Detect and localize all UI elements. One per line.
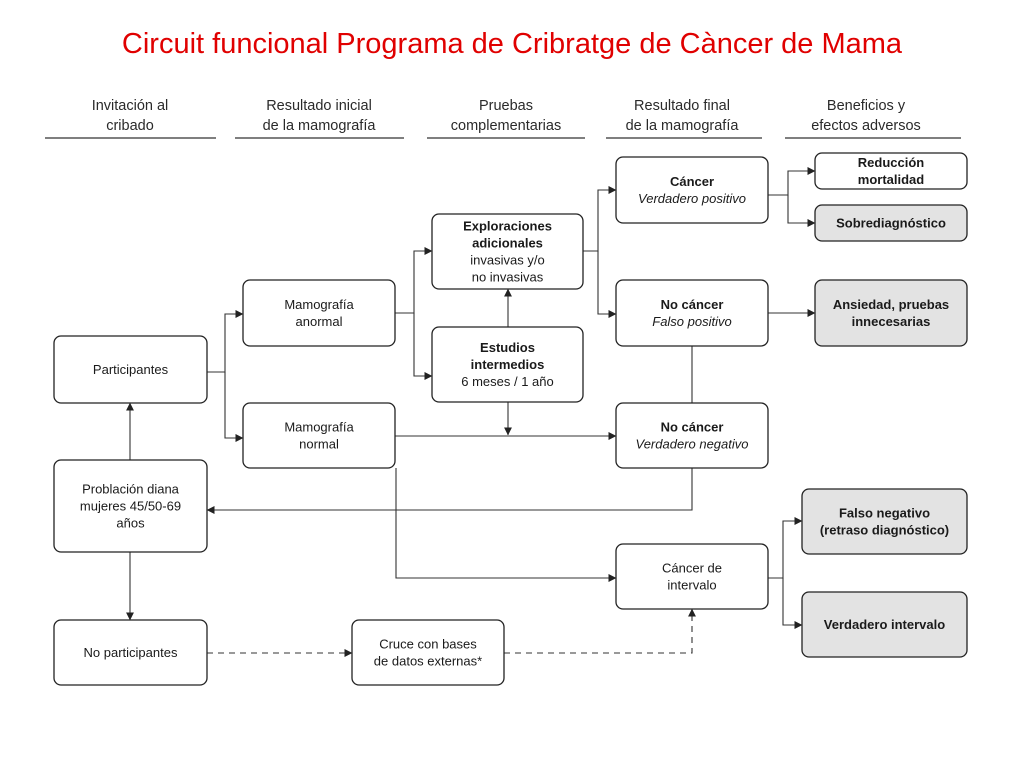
node-label-line: Verdadero intervalo [824,617,945,632]
node-cancer-intervalo: Cáncer de intervalo [615,543,769,610]
node-label-line: 6 meses / 1 año [461,374,554,389]
node-box [801,591,968,658]
node-mamo-anormal: Mamografía anormal [242,279,396,347]
node-label-line: innecesarias [852,314,931,329]
arrow-mamo-anormal-to-estudios [413,313,433,380]
node-label-line: No participantes [84,645,178,660]
node-label-line: mujeres 45/50-69 [80,499,181,514]
node-box [615,543,769,610]
node-box [814,152,968,190]
arrow-mamo-normal-to-cancer-intervalo [395,468,617,582]
node-box [615,402,769,469]
node-box [615,279,769,347]
arrow-cancer-intervalo-to-falso-negativo [768,517,803,579]
node-label-line: intervalo [667,578,716,593]
node-box [53,619,208,686]
node-ansiedad: Ansiedad, pruebas innecesarias [814,279,968,347]
node-label-line: adicionales [472,236,543,251]
node-label-line: anormal [296,314,343,329]
node-exploraciones: Exploraciones adicionales invasivas y/o no … [431,213,584,290]
node-box [351,619,505,686]
node-label-line: años [116,516,145,531]
arrow-participantes-to-mamo-anormal [207,310,244,373]
arrow-mamo-anormal-to-exploraciones [395,247,433,314]
node-label-line: Mamografía [284,420,354,435]
node-poblacion: Problación diana mujeres 45/50-69 años [53,459,208,553]
node-box [814,279,968,347]
node-box [242,402,396,469]
node-box [431,326,584,403]
page-title: Circuit funcional Programa de Cribratge … [121,28,903,60]
node-label-line: Verdadero positivo [638,191,746,206]
node-box [53,335,208,404]
node-box [814,204,968,242]
arrow-cancer-vp-to-reduccion [768,167,816,196]
node-cruce: Cruce con bases de datos externas* [351,619,505,686]
node-reduccion: Reducción mortalidad [814,152,968,190]
node-label-line: mortalidad [858,172,925,187]
node-label-line: Cáncer de [662,561,722,576]
node-label-line: (retraso diagnóstico) [820,523,949,538]
node-box [242,279,396,347]
node-box [431,213,584,290]
arrow-cancer-intervalo-to-verdadero-intervalo [782,578,803,629]
node-mamo-normal: Mamografía normal [242,402,396,469]
node-label-line: no invasivas [472,270,544,285]
node-falso-negativo: Falso negativo (retraso diagnóstico) [801,488,968,555]
node-label-line: Estudios [480,340,535,355]
node-label-line: Participantes [93,362,169,377]
node-label-line: invasivas y/o [470,253,544,268]
node-label-line: Sobrediagnóstico [836,216,946,231]
node-label-line: Cáncer [670,174,714,189]
node-label-line: No cáncer [661,297,724,312]
node-label-line: de datos externas* [374,654,482,669]
node-no-participantes: No participantes [53,619,208,686]
node-label-line: Ansiedad, pruebas [833,297,949,312]
arrow-exploraciones-to-cancer-vp [583,186,617,252]
node-box [801,488,968,555]
connector-lines [126,167,816,657]
node-label-line: No cáncer [661,420,724,435]
arrow-participantes-to-mamo-normal [224,372,244,442]
node-label-line: Cruce con bases [379,637,477,652]
node-label-line: Reducción [858,155,925,170]
node-label-line: Verdadero negativo [636,437,749,452]
node-sobrediagnostico: Sobrediagnóstico [814,204,968,242]
node-label-line: Mamografía [284,297,354,312]
node-label-line: Problación diana [82,482,180,497]
node-label-line: intermedios [471,357,545,372]
node-verdadero-intervalo: Verdadero intervalo [801,591,968,658]
node-box [53,459,208,553]
node-label-line: normal [299,437,339,452]
node-participantes: Participantes [53,335,208,404]
node-estudios: Estudios intermedios 6 meses / 1 año [431,326,584,403]
node-box [615,156,769,224]
node-label-line: Falso positivo [652,314,731,329]
node-label-line: Falso negativo [839,506,930,521]
arrow-no-cancer-vn-to-poblacion [206,346,693,514]
arrow-exploraciones-to-no-cancer-fp [597,251,617,318]
arrow-cancer-vp-to-sobrediagnostico [787,195,816,227]
node-label-line: Exploraciones [463,219,552,234]
arrow-cruce-to-cancer-intervalo [504,608,696,654]
